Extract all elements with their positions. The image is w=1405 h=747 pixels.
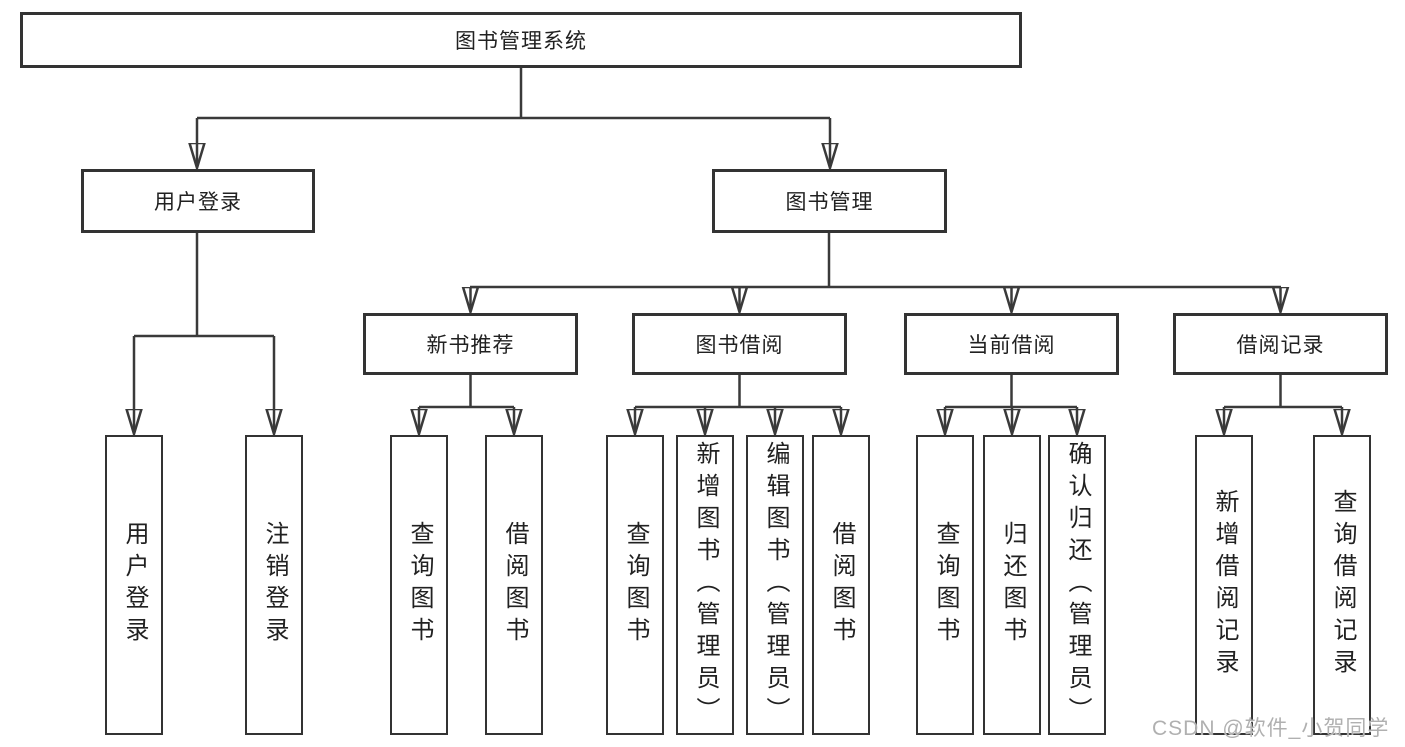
leaf-label: 新增借阅记录 <box>1211 489 1238 681</box>
connector-current-borrow <box>945 375 1077 433</box>
node-library-management-system: 图书管理系统 <box>20 12 1022 68</box>
node-book-management: 图书管理 <box>712 169 947 233</box>
leaf-query-books-recommend: 查询图书 <box>390 435 448 735</box>
watermark: CSDN @软件_小贺同学 <box>1152 717 1390 740</box>
node-book-borrow: 图书借阅 <box>632 313 847 375</box>
node-user-login: 用户登录 <box>81 169 315 233</box>
leaf-label: 新增图书（管理员） <box>692 441 719 729</box>
leaf-label: 编辑图书（管理员） <box>762 441 789 729</box>
leaf-edit-book-admin: 编辑图书（管理员） <box>746 435 804 735</box>
leaf-label: 查询图书 <box>932 521 959 649</box>
node-borrow-records: 借阅记录 <box>1173 313 1388 375</box>
leaf-add-book-admin: 新增图书（管理员） <box>676 435 734 735</box>
leaf-borrow-books: 借阅图书 <box>812 435 870 735</box>
leaf-confirm-return-admin: 确认归还（管理员） <box>1048 435 1106 735</box>
leaf-logout: 注销登录 <box>245 435 303 735</box>
node-label: 用户登录 <box>154 191 242 214</box>
node-label: 图书借阅 <box>695 334 784 357</box>
connector-borrow-records <box>1224 375 1342 433</box>
node-label: 图书管理 <box>785 191 874 214</box>
leaf-label: 用户登录 <box>121 521 148 649</box>
leaf-query-books-borrow: 查询图书 <box>606 435 664 735</box>
leaf-query-books-current: 查询图书 <box>916 435 974 735</box>
leaf-label: 借阅图书 <box>828 521 855 649</box>
leaf-label: 查询图书 <box>622 521 649 649</box>
leaf-label: 查询借阅记录 <box>1329 489 1356 681</box>
node-label: 借阅记录 <box>1236 334 1325 357</box>
connector-user-login <box>134 233 274 433</box>
connector-book-borrow <box>635 375 841 433</box>
node-label: 新书推荐 <box>426 334 515 357</box>
leaf-borrow-books-recommend: 借阅图书 <box>485 435 543 735</box>
connector-root <box>197 68 830 167</box>
node-current-borrow: 当前借阅 <box>904 313 1119 375</box>
leaf-query-borrow-record: 查询借阅记录 <box>1313 435 1371 735</box>
node-label: 图书管理系统 <box>455 30 587 53</box>
leaf-label: 注销登录 <box>261 521 288 649</box>
connector-book-management <box>470 233 1281 311</box>
leaf-label: 借阅图书 <box>501 521 528 649</box>
connector-new-book-recommend <box>419 375 514 433</box>
leaf-label: 确认归还（管理员） <box>1064 441 1091 729</box>
leaf-label: 查询图书 <box>406 521 433 649</box>
leaf-user-login: 用户登录 <box>105 435 163 735</box>
leaf-return-book: 归还图书 <box>983 435 1041 735</box>
node-new-book-recommend: 新书推荐 <box>363 313 578 375</box>
leaf-label: 归还图书 <box>999 521 1026 649</box>
leaf-add-borrow-record: 新增借阅记录 <box>1195 435 1253 735</box>
node-label: 当前借阅 <box>967 334 1056 357</box>
